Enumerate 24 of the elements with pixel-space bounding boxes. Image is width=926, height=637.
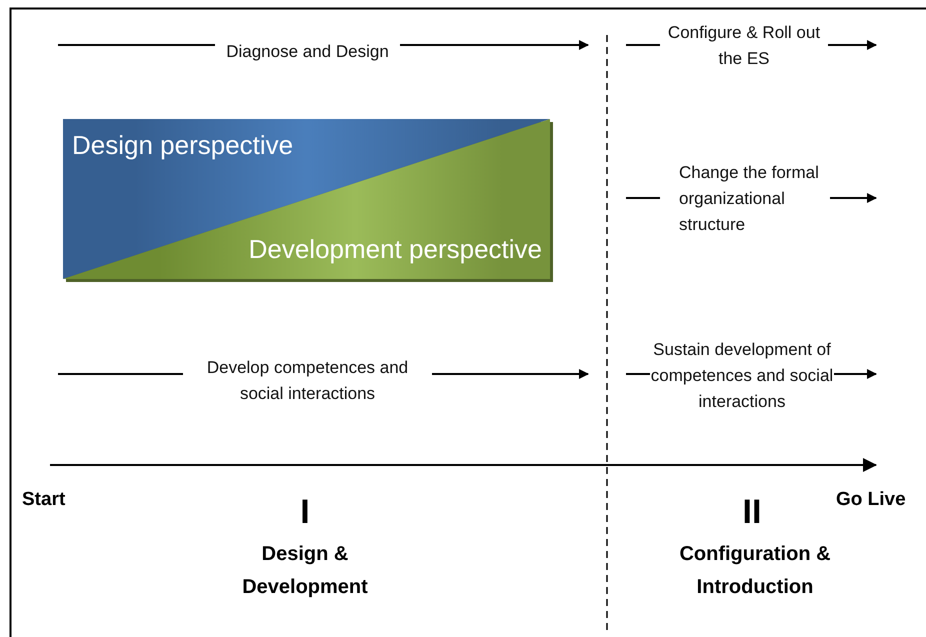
arrow (830, 193, 877, 203)
perspective-label: Design perspective (72, 129, 294, 161)
arrow (834, 369, 877, 379)
phase-name: Configuration & Introduction (678, 542, 832, 600)
arrow (400, 40, 589, 50)
line (626, 197, 660, 199)
perspective-label: Development perspective (248, 233, 542, 265)
activity-text: Configure & Roll out the ES (666, 22, 822, 70)
line (58, 373, 183, 375)
activity-text: Develop competences and social interactions (206, 357, 410, 405)
start-label: Start (22, 488, 66, 512)
line (626, 44, 660, 46)
phase-numeral: II (742, 492, 762, 533)
activity-text: Change the formal organizational structure (679, 162, 820, 236)
arrow (828, 40, 877, 50)
phase-name: Design & Development (241, 542, 369, 600)
phase-numeral: I (299, 492, 311, 533)
end-label: Go Live (836, 488, 907, 512)
line (626, 373, 650, 375)
split-perspective-block (63, 119, 550, 279)
activity-text: Diagnose and Design (225, 41, 390, 63)
line (58, 44, 215, 46)
activity-text: Sustain development of competences and social interactions (650, 339, 834, 413)
arrow (432, 369, 589, 379)
